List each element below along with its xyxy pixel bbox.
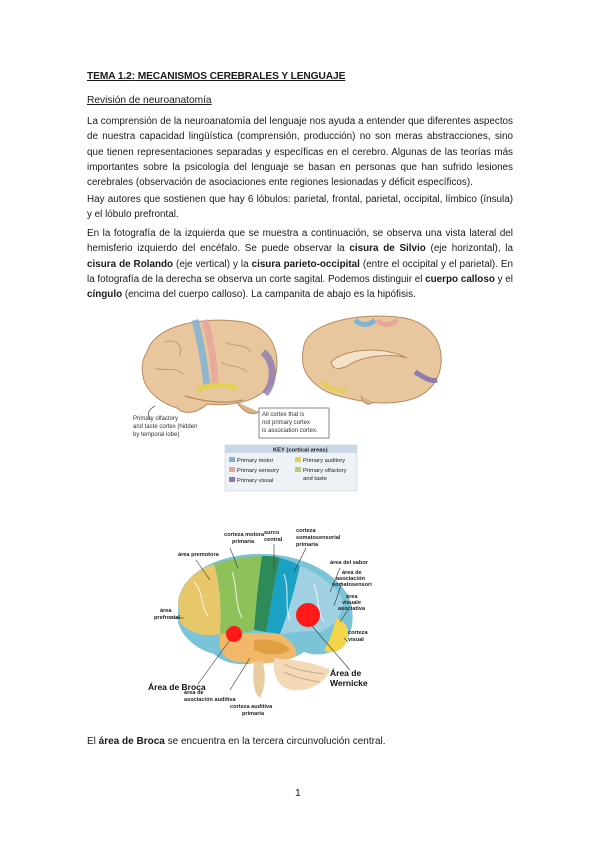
label-visual-cortex: visual	[348, 637, 364, 643]
key-label-sensory: Primary sensory	[237, 468, 279, 474]
callout-line: by temporal lobe)	[133, 432, 179, 438]
label-visual-association: área	[346, 594, 358, 600]
brain-illustration	[178, 553, 353, 698]
broca-area-marker	[226, 626, 242, 642]
key-label-olfactory: Primary olfactory	[303, 468, 347, 474]
callout-leader	[147, 405, 156, 421]
text-run: se encuentra en la tercera circunvolució…	[164, 736, 386, 747]
key-swatch-sensory	[229, 467, 235, 472]
label-central-sulcus: surco	[264, 530, 280, 536]
bold-term: cíngulo	[87, 289, 123, 301]
callout-olfactory: Primary olfactory and taste cortex (hidd…	[133, 416, 197, 438]
bold-term: cisura de Silvio	[349, 243, 426, 255]
bold-term: cisura de Rolando	[87, 258, 174, 270]
paragraph-broca: El área de Broca se encuentra en la terc…	[87, 734, 513, 749]
label-visual-association: visuale	[342, 600, 361, 606]
label-broca-area: Área de Broca	[148, 682, 206, 692]
label-somatosensory-cortex: somatosensorial	[296, 535, 341, 541]
text-run: El	[87, 736, 99, 747]
label-motor-cortex: primaria	[232, 539, 255, 545]
text-run: (eje horizontal), la	[425, 243, 513, 255]
label-auditory-cortex: corteza auditiva	[230, 704, 273, 710]
note-line: All cortex that is	[262, 412, 304, 418]
note-line: is association cortex.	[262, 428, 318, 434]
label-wernicke-area: Área de	[330, 668, 361, 678]
paragraph-figures: En la fotografía de la izquierda que se …	[87, 226, 513, 302]
bold-term: cisura parieto-occipital	[251, 258, 360, 270]
label-motor-cortex: corteza motora	[224, 532, 265, 538]
title-rest: : MECANISMOS CEREBRALES Y LENGUAJE	[131, 71, 346, 82]
label-premotor-area: área premotora	[178, 552, 220, 558]
label-somatosensory-association: asociación	[336, 576, 365, 582]
key-swatch-visual	[229, 477, 235, 482]
key-label-motor: Primary motor	[237, 458, 273, 464]
association-cortex-note: All cortex that is not primary cortex is…	[262, 412, 318, 434]
lateral-brain-illustration	[141, 319, 278, 415]
note-line: not primary cortex	[262, 420, 310, 426]
label-somatosensory-association: área de	[342, 570, 362, 576]
label-visual-association: asociativa	[338, 606, 366, 612]
key-swatch-olfactory	[295, 467, 301, 472]
label-visual-cortex: corteza	[348, 630, 368, 636]
paragraph-lobes: Hay autores que sostienen que hay 6 lóbu…	[87, 194, 513, 221]
bold-term: área de Broca	[98, 736, 165, 747]
title-prefix: TEMA 1.2	[87, 71, 132, 82]
key-label-taste: and taste	[303, 476, 327, 482]
label-auditory-cortex: primaria	[242, 711, 265, 717]
page-number: 1	[295, 787, 301, 799]
brain-language-areas-figure: corteza motora primaria surco central co…	[134, 522, 372, 719]
label-prefrontal-area: área	[160, 608, 172, 614]
label-auditory-association: asociación auditiva	[184, 697, 236, 703]
label-central-sulcus: central	[264, 537, 283, 543]
label-taste-area: área del sabor	[330, 560, 369, 566]
callout-line: and taste cortex (hidden	[133, 424, 197, 430]
label-somatosensory-cortex: primaria	[296, 542, 319, 548]
text-run: (entre el occipital y el parietal). En l…	[87, 258, 513, 285]
label-wernicke-area: Wernicke	[330, 678, 368, 688]
label-somatosensory-association: somatosensorial	[332, 582, 372, 588]
label-somatosensory-cortex: corteza	[296, 528, 316, 534]
text-run: (encima del cuerpo calloso). La campanit…	[122, 289, 416, 301]
section-heading: Revisión de neuroanatomía	[87, 95, 212, 106]
brain-cortical-areas-figure: Primary olfactory and taste cortex (hidd…	[133, 315, 442, 492]
label-auditory-association: área de	[184, 690, 204, 696]
key-label-auditory: Primary auditory	[303, 458, 345, 464]
page-title: TEMA 1.2: MECANISMOS CEREBRALES Y LENGUA…	[87, 71, 345, 82]
area-labels: corteza motora primaria surco central co…	[154, 528, 372, 717]
key-title: KEY (cortical areas)	[273, 448, 328, 454]
text-run: y el	[494, 273, 513, 285]
callout-line: Primary olfactory	[133, 416, 178, 422]
sagittal-brain-illustration	[302, 315, 442, 405]
label-leaders	[170, 544, 351, 691]
wernicke-area-marker	[296, 603, 320, 627]
key-label-visual: Primary visual	[237, 478, 273, 484]
paragraph-intro: La comprensión de la neuroanatomía del l…	[87, 116, 513, 189]
cortical-areas-key: KEY (cortical areas) Primary motor Prima…	[224, 444, 358, 492]
key-swatch-auditory	[295, 457, 301, 462]
association-cortex-box	[258, 407, 330, 439]
bold-term: cuerpo calloso	[425, 273, 495, 285]
key-header	[225, 445, 357, 453]
text-run: (eje vertical) y la	[173, 258, 252, 270]
text-run: En la fotografía de la izquierda que se …	[87, 228, 513, 255]
label-prefrontal-area: prefrontal	[154, 615, 181, 621]
key-swatch-motor	[229, 457, 235, 462]
